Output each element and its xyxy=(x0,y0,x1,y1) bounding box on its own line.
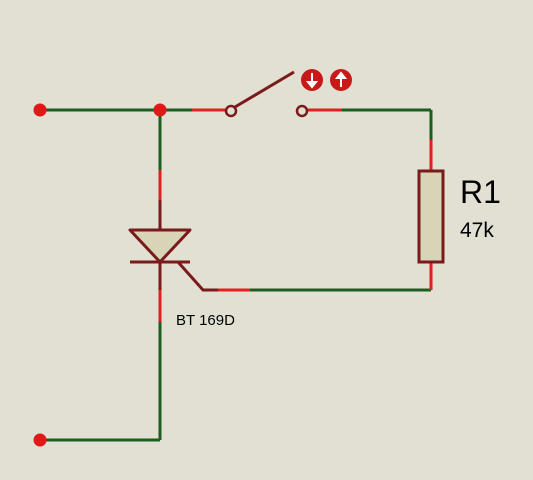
arrow-down-icon xyxy=(305,73,319,89)
thyristor-gate-lead xyxy=(176,261,218,292)
resistor[interactable]: R1 47k xyxy=(417,140,501,290)
resistor-ref: R1 xyxy=(460,174,501,210)
terminal-bottom-left[interactable] xyxy=(33,433,47,447)
terminal-top-left[interactable] xyxy=(33,103,47,117)
switch[interactable] xyxy=(192,70,342,118)
wires xyxy=(40,108,433,442)
switch-up-button[interactable] xyxy=(330,69,352,91)
switch-contact-left xyxy=(224,104,238,118)
thyristor-part-label: BT 169D xyxy=(176,312,235,329)
resistor-body xyxy=(417,169,445,264)
resistor-value: 47k xyxy=(460,219,494,242)
thyristor-triangle xyxy=(128,228,192,264)
switch-down-button[interactable] xyxy=(301,69,323,91)
thyristor[interactable]: BT 169D xyxy=(128,170,250,329)
switch-lever xyxy=(234,70,295,109)
arrow-up-icon xyxy=(334,71,348,87)
switch-contact-right xyxy=(295,104,309,118)
junction-top[interactable] xyxy=(153,103,167,117)
